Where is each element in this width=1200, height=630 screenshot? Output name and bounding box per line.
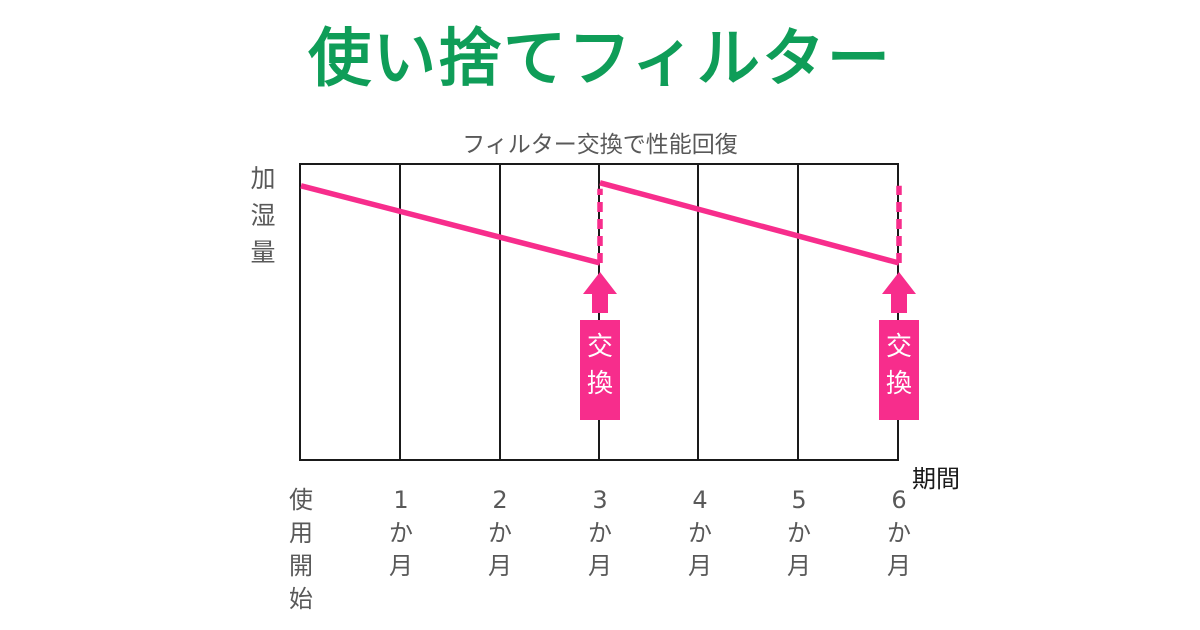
x-tick-3month: 3か月 <box>588 486 612 580</box>
x-tick-2month: 2か月 <box>488 486 512 580</box>
gridline-5month <box>796 165 799 459</box>
replace-label: 交換 <box>580 320 620 420</box>
x-tick-4month: 4か月 <box>688 486 712 580</box>
x-tick-1month: 1か月 <box>389 486 413 580</box>
x-tick-6month: 6か月 <box>887 486 911 580</box>
gridline-4month <box>697 165 700 459</box>
y-axis-label: 加湿量 <box>250 164 276 267</box>
gridline-1month <box>399 165 402 459</box>
arrow-up-icon <box>882 272 916 313</box>
x-axis-label: 期間 <box>912 465 960 493</box>
replace-label: 交換 <box>879 320 919 420</box>
page-title: 使い捨てフィルター <box>308 22 892 95</box>
x-tick-5month: 5か月 <box>787 486 811 580</box>
x-tick-start: 使用開始 <box>289 486 313 613</box>
arrow-up-icon <box>583 272 617 313</box>
gridline-2month <box>498 165 501 459</box>
chart-title: フィルター交換で性能回復 <box>462 132 738 158</box>
